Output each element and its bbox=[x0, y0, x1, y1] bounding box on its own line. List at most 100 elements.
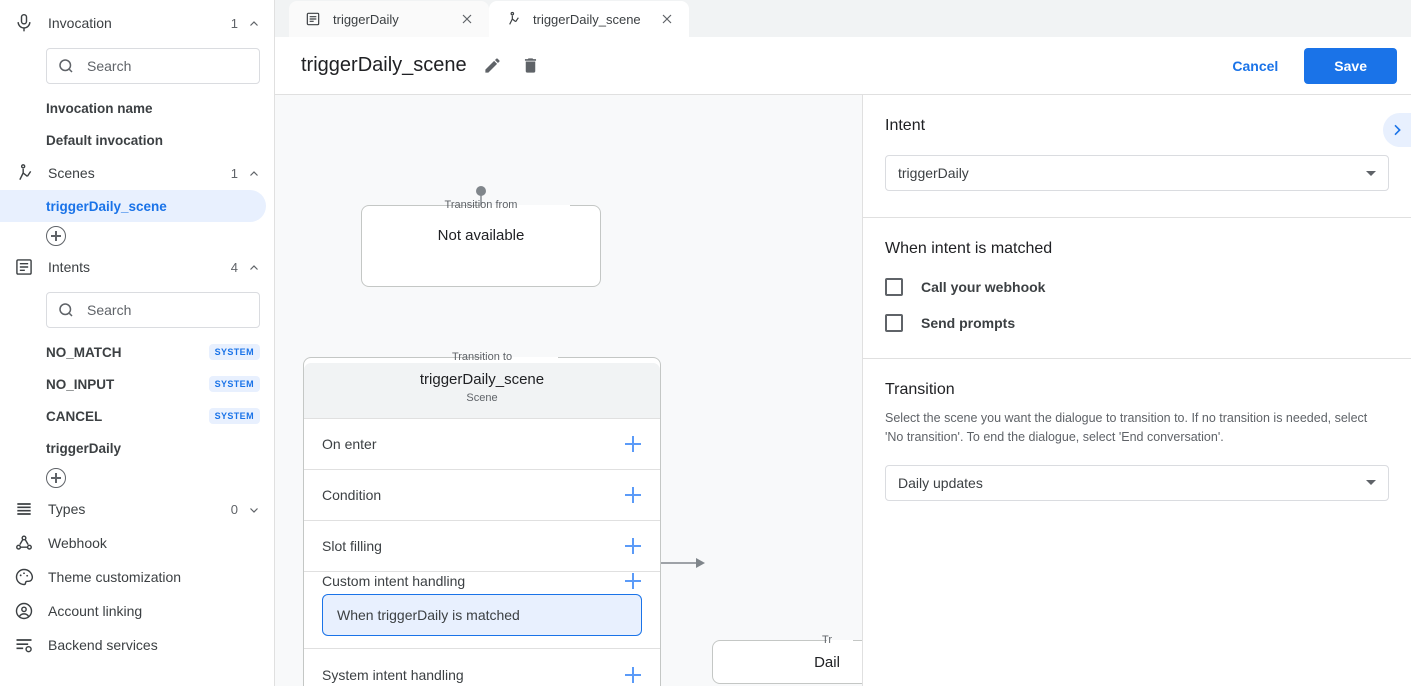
page-title: triggerDaily_scene bbox=[301, 54, 467, 76]
sidebar-group-intents[interactable]: Intents 4 bbox=[0, 250, 274, 284]
sidebar-item-account-linking[interactable]: Account linking bbox=[0, 594, 274, 628]
invocation-search-input[interactable] bbox=[85, 57, 249, 75]
sidebar-item-label: NO_MATCH bbox=[46, 344, 122, 360]
chevron-down-icon bbox=[248, 503, 260, 515]
intent-select[interactable]: triggerDaily bbox=[885, 155, 1389, 191]
types-icon bbox=[12, 497, 36, 521]
sidebar-item-label: triggerDaily bbox=[46, 440, 122, 456]
sidebar-group-invocation[interactable]: Invocation 1 bbox=[0, 6, 274, 40]
call-your-webhook-checkbox[interactable] bbox=[885, 278, 903, 296]
save-button[interactable]: Save bbox=[1304, 47, 1397, 84]
dropdown-arrow-icon bbox=[1366, 480, 1376, 485]
scene-card[interactable]: Transition to triggerDaily_scene Scene O… bbox=[303, 351, 661, 686]
status-badge: SYSTEM bbox=[208, 408, 260, 424]
transition-from-text: Not available bbox=[437, 227, 525, 244]
intent-icon bbox=[305, 11, 321, 27]
transition-target-card[interactable]: Tr Dail bbox=[712, 634, 862, 684]
transition-target-legend: Tr bbox=[822, 634, 832, 646]
sidebar-item-label: Default invocation bbox=[46, 132, 164, 148]
palette-icon bbox=[12, 565, 36, 589]
add-system-intent-icon[interactable] bbox=[624, 666, 642, 684]
trash-icon[interactable] bbox=[519, 54, 543, 78]
scene-row-on-enter[interactable]: On enter bbox=[304, 419, 660, 470]
add-slot-filling-icon[interactable] bbox=[624, 537, 642, 555]
sidebar-item-label: triggerDaily_scene bbox=[46, 198, 167, 214]
page-header: triggerDaily_scene Cancel Save bbox=[275, 37, 1411, 95]
search-icon bbox=[59, 303, 73, 317]
transition-from-legend: Transition from bbox=[444, 199, 518, 211]
close-icon[interactable] bbox=[659, 11, 675, 27]
intent-section: Intent triggerDaily bbox=[863, 95, 1411, 218]
sidebar-item-no-input[interactable]: NO_INPUT SYSTEM bbox=[0, 368, 274, 400]
sidebar-group-label: Intents bbox=[48, 259, 91, 275]
main-area: triggerDaily triggerDaily_scene triggerD… bbox=[275, 0, 1411, 686]
sidebar-item-label: Backend services bbox=[48, 637, 158, 653]
sidebar-item-no-match[interactable]: NO_MATCH SYSTEM bbox=[0, 336, 274, 368]
sidebar-group-types[interactable]: Types 0 bbox=[0, 492, 274, 526]
sidebar-group-label: Types bbox=[48, 501, 86, 517]
chevron-up-icon bbox=[248, 261, 260, 273]
transition-target-text: Dail bbox=[814, 654, 840, 671]
sidebar-group-label: Invocation bbox=[48, 15, 112, 31]
transition-select[interactable]: Daily updates bbox=[885, 464, 1389, 501]
add-intent-button[interactable] bbox=[46, 468, 66, 488]
search-icon bbox=[59, 59, 73, 73]
intents-search-box[interactable] bbox=[46, 292, 260, 328]
sidebar-group-count: 1 bbox=[230, 15, 238, 31]
intents-icon bbox=[12, 255, 36, 279]
intent-section-title: Intent bbox=[885, 117, 926, 134]
cancel-button[interactable]: Cancel bbox=[1218, 49, 1292, 83]
invocation-search-wrap bbox=[0, 40, 274, 92]
transition-to-legend: Transition to bbox=[451, 351, 513, 363]
intents-search-input[interactable] bbox=[85, 301, 249, 319]
sidebar-item-triggerdaily-scene[interactable]: triggerDaily_scene bbox=[0, 190, 266, 222]
body-split: Transition from Not available Transition… bbox=[275, 95, 1411, 686]
scene-flow-canvas[interactable]: Transition from Not available Transition… bbox=[275, 95, 862, 686]
chevron-up-icon bbox=[248, 17, 260, 29]
sidebar-item-cancel[interactable]: CANCEL SYSTEM bbox=[0, 400, 274, 432]
transition-section: Transition Select the scene you want the… bbox=[863, 359, 1411, 527]
dropdown-arrow-icon bbox=[1366, 170, 1376, 176]
tab-label: triggerDaily bbox=[333, 11, 399, 27]
chevron-up-icon bbox=[248, 167, 260, 179]
scene-row-custom-intent-handling[interactable]: Custom intent handling When triggerDaily… bbox=[304, 572, 660, 649]
sidebar-item-theme-customization[interactable]: Theme customization bbox=[0, 560, 274, 594]
invocation-search-box[interactable] bbox=[46, 48, 260, 84]
sidebar-item-label: Webhook bbox=[48, 535, 107, 551]
scene-row-label: On enter bbox=[322, 436, 377, 452]
checkbox-row-send-prompts[interactable]: Send prompts bbox=[885, 314, 1389, 332]
scene-card-title: triggerDaily_scene bbox=[419, 371, 545, 388]
when-matched-title: When intent is matched bbox=[885, 240, 1053, 257]
scene-card-subtitle: Scene bbox=[466, 392, 498, 404]
chevron-right-icon[interactable] bbox=[1383, 113, 1411, 147]
scenes-icon bbox=[12, 161, 36, 185]
scene-row-condition[interactable]: Condition bbox=[304, 470, 660, 521]
close-icon[interactable] bbox=[459, 11, 475, 27]
sidebar-item-label: Theme customization bbox=[48, 569, 182, 585]
tab-triggerdaily-scene[interactable]: triggerDaily_scene bbox=[489, 1, 689, 37]
scene-row-system-intent-handling[interactable]: System intent handling bbox=[304, 649, 660, 686]
sidebar-item-triggerdaily[interactable]: triggerDaily bbox=[0, 432, 274, 464]
add-scene-button[interactable] bbox=[46, 226, 66, 246]
transition-section-title: Transition bbox=[885, 381, 955, 398]
intent-handler-chip[interactable]: When triggerDaily is matched bbox=[322, 594, 642, 636]
sidebar-group-scenes[interactable]: Scenes 1 bbox=[0, 156, 274, 190]
add-condition-icon[interactable] bbox=[624, 486, 642, 504]
transition-description: Select the scene you want the dialogue t… bbox=[885, 411, 1368, 444]
tab-label: triggerDaily_scene bbox=[533, 11, 641, 27]
sidebar-item-label: NO_INPUT bbox=[46, 376, 115, 392]
add-on-enter-icon[interactable] bbox=[624, 435, 642, 453]
send-prompts-checkbox[interactable] bbox=[885, 314, 903, 332]
sidebar-item-invocation-name[interactable]: Invocation name bbox=[0, 92, 274, 124]
checkbox-label: Call your webhook bbox=[921, 279, 1046, 295]
tab-triggerdaily[interactable]: triggerDaily bbox=[289, 1, 489, 37]
pencil-icon[interactable] bbox=[481, 54, 505, 78]
sidebar-item-webhook[interactable]: Webhook bbox=[0, 526, 274, 560]
sidebar-item-default-invocation[interactable]: Default invocation bbox=[0, 124, 274, 156]
checkbox-row-call-your-webhook[interactable]: Call your webhook bbox=[885, 278, 1389, 296]
transition-from-card[interactable]: Transition from Not available bbox=[361, 199, 601, 287]
sidebar-item-backend-services[interactable]: Backend services bbox=[0, 628, 274, 662]
status-badge: SYSTEM bbox=[208, 344, 260, 360]
scene-row-slot-filling[interactable]: Slot filling bbox=[304, 521, 660, 572]
add-custom-intent-icon[interactable] bbox=[624, 572, 642, 590]
